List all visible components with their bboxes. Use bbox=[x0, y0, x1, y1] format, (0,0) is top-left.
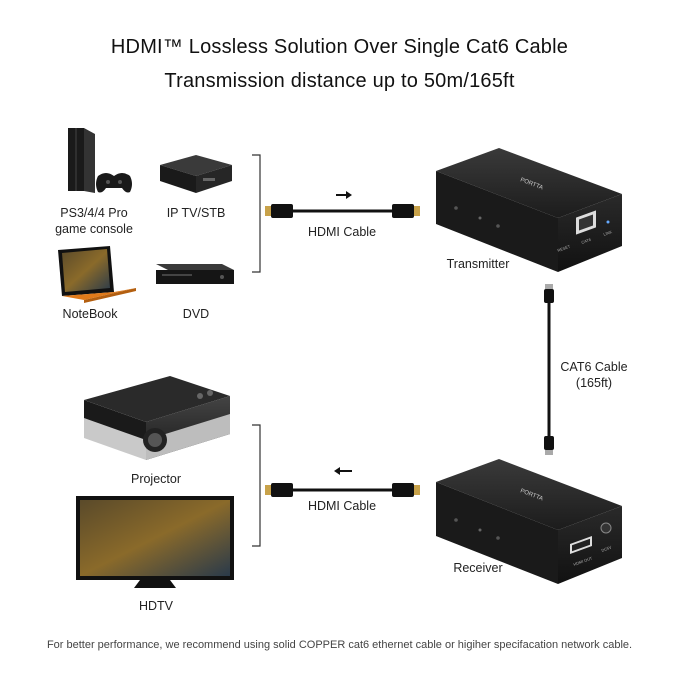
projector-icon bbox=[84, 376, 230, 460]
arrow-right-icon bbox=[336, 191, 352, 199]
display-label-projector: Projector bbox=[130, 472, 182, 486]
receiver-label: Receiver bbox=[453, 561, 503, 575]
cat6-cable-label: CAT6 Cable (165ft) bbox=[556, 359, 632, 391]
receiver-device: PORTTA HDMI OUT DC5V bbox=[436, 459, 622, 584]
hdmi-cable-top-label: HDMI Cable bbox=[307, 225, 377, 239]
source-label-notebook: NoteBook bbox=[62, 307, 118, 321]
source-label-dvd: DVD bbox=[182, 307, 210, 321]
dvd-player-icon bbox=[156, 264, 234, 284]
cat6-cable-label-line1: CAT6 Cable bbox=[560, 360, 628, 374]
display-label-hdtv: HDTV bbox=[138, 599, 174, 613]
transmitter-device: PORTTA RESET CAT6 LINK bbox=[436, 148, 622, 272]
hdmi-out-port-label: HDMI OUT bbox=[573, 555, 594, 567]
cat6-cable-label-line2: (165ft) bbox=[575, 376, 613, 390]
game-console-icon bbox=[68, 128, 132, 193]
hdmi-cable-top bbox=[265, 204, 420, 218]
cat6-cable bbox=[544, 284, 554, 455]
cat6-port-label: CAT6 bbox=[581, 237, 593, 245]
notebook-icon bbox=[58, 246, 136, 303]
source-label-console-line2: game console bbox=[55, 222, 133, 236]
footnote: For better performance, we recommend usi… bbox=[46, 639, 633, 651]
set-top-box-icon bbox=[160, 155, 232, 193]
arrow-left-icon bbox=[334, 467, 352, 475]
transmitter-label: Transmitter bbox=[446, 257, 510, 271]
source-label-console: PS3/4/4 Pro game console bbox=[42, 205, 146, 237]
title-line-2: Transmission distance up to 50m/165ft bbox=[164, 70, 515, 92]
source-label-iptv: IP TV/STB bbox=[166, 206, 226, 220]
displays-bracket bbox=[252, 424, 261, 547]
source-label-console-line1: PS3/4/4 Pro bbox=[60, 206, 128, 220]
hdmi-cable-bottom-label: HDMI Cable bbox=[307, 499, 377, 513]
link-port-label: LINK bbox=[603, 229, 613, 237]
hdtv-icon bbox=[76, 496, 234, 588]
reset-port-label: RESET bbox=[557, 243, 572, 252]
hdmi-cable-bottom bbox=[265, 483, 420, 497]
sources-bracket bbox=[252, 154, 261, 273]
title-line-1: HDMI™ Lossless Solution Over Single Cat6… bbox=[110, 36, 569, 58]
dc5v-port-label: DC5V bbox=[601, 544, 613, 552]
